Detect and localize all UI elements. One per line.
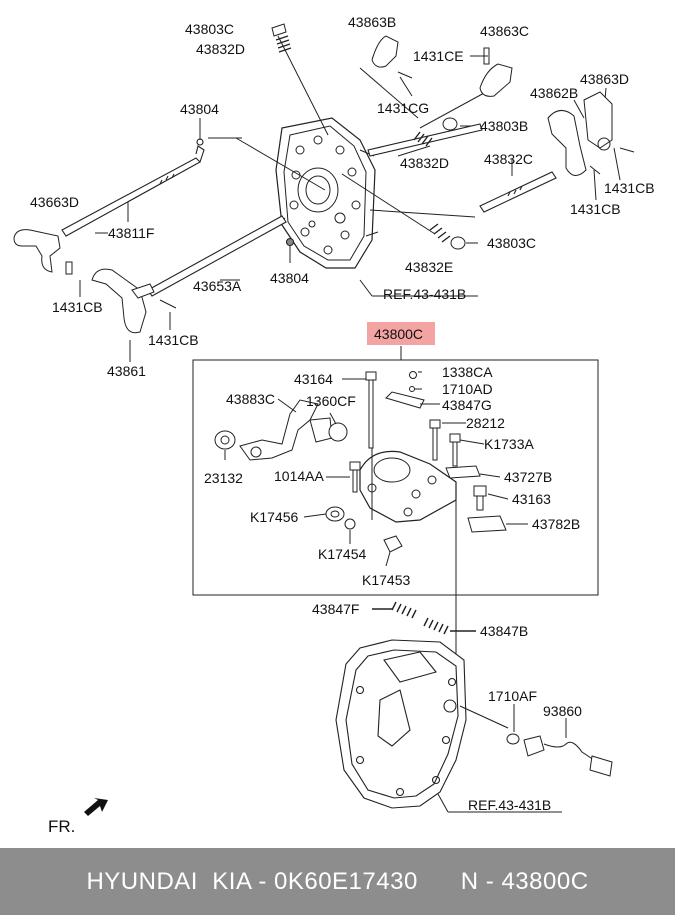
label-28212: 28212 (466, 415, 505, 431)
springs-top (271, 23, 466, 250)
label-1710ad: 1710AD (442, 381, 493, 397)
speed-sensor-drawing (506, 704, 613, 777)
label-1431cg: 1431CG (377, 100, 429, 116)
label-93860: 93860 (543, 703, 582, 719)
label-43804-mid: 43804 (270, 270, 309, 286)
assembly-box (192, 359, 599, 596)
label-1014aa: 1014AA (274, 468, 324, 484)
label-43803c: 43803C (185, 21, 234, 37)
label-43653a: 43653A (193, 278, 242, 294)
label-43811f: 43811F (108, 225, 154, 241)
shift-forks (13, 35, 635, 334)
label-43727b: 43727B (504, 469, 552, 485)
label-1710af: 1710AF (488, 688, 537, 704)
label-k17456: K17456 (250, 509, 298, 525)
label-1360cf: 1360CF (306, 393, 356, 409)
label-43863d: 43863D (580, 71, 629, 87)
label-43832e: 43832E (405, 259, 453, 275)
label-43862b: 43862B (530, 85, 578, 101)
assembly-parts (214, 371, 528, 567)
label-43164: 43164 (294, 371, 333, 387)
label-43782b: 43782B (532, 516, 580, 532)
label-23132: 23132 (204, 470, 243, 486)
label-k17453: K17453 (362, 572, 410, 588)
label-43847g: 43847G (442, 397, 492, 413)
label-43832c: 43832C (484, 151, 533, 167)
label-43832d-top: 43832D (196, 41, 245, 57)
label-ref-43-431b-top: REF.43-431B (383, 286, 466, 302)
label-1431cb-r2: 1431CB (570, 201, 621, 217)
label-43800c: 43800C (374, 326, 423, 342)
label-1431cb-l2: 1431CB (148, 332, 199, 348)
label-43861: 43861 (107, 363, 146, 379)
label-43803c-mid: 43803C (487, 235, 536, 251)
label-43804-top: 43804 (180, 101, 219, 117)
label-43847b: 43847B (480, 623, 528, 639)
label-k17454: K17454 (318, 546, 366, 562)
front-arrow-icon (84, 798, 108, 816)
highlight-box (367, 322, 435, 345)
parts-diagram: 43803C 43832D 43863B 43863C 1431CE 1431C… (13, 14, 655, 836)
label-ref-43-431b-bottom: REF.43-431B (468, 797, 551, 813)
label-1431ce: 1431CE (413, 48, 464, 64)
label-1431cb-l1: 1431CB (52, 299, 103, 315)
label-43883c: 43883C (226, 391, 275, 407)
label-k1733a: K1733A (484, 436, 534, 452)
label-1431cb-r1: 1431CB (604, 180, 655, 196)
footer-bar: HYUNDAI KIA - 0K60E17430 N - 43800C (0, 848, 675, 915)
label-43803b: 43803B (480, 118, 528, 134)
label-43832d-mid: 43832D (400, 155, 449, 171)
label-43863c: 43863C (480, 23, 529, 39)
label-43863b: 43863B (348, 14, 396, 30)
label-1338ca: 1338CA (442, 364, 493, 380)
springs-lower (372, 601, 476, 635)
label-front: FR. (48, 817, 75, 836)
gearbox-case-drawing (335, 639, 509, 809)
footer-part-numbers: HYUNDAI KIA - 0K60E17430 N - 43800C (86, 867, 589, 895)
label-43663d: 43663D (30, 194, 79, 210)
label-43163: 43163 (512, 491, 551, 507)
housing-plate-drawing (275, 117, 379, 269)
label-43847f: 43847F (312, 601, 359, 617)
